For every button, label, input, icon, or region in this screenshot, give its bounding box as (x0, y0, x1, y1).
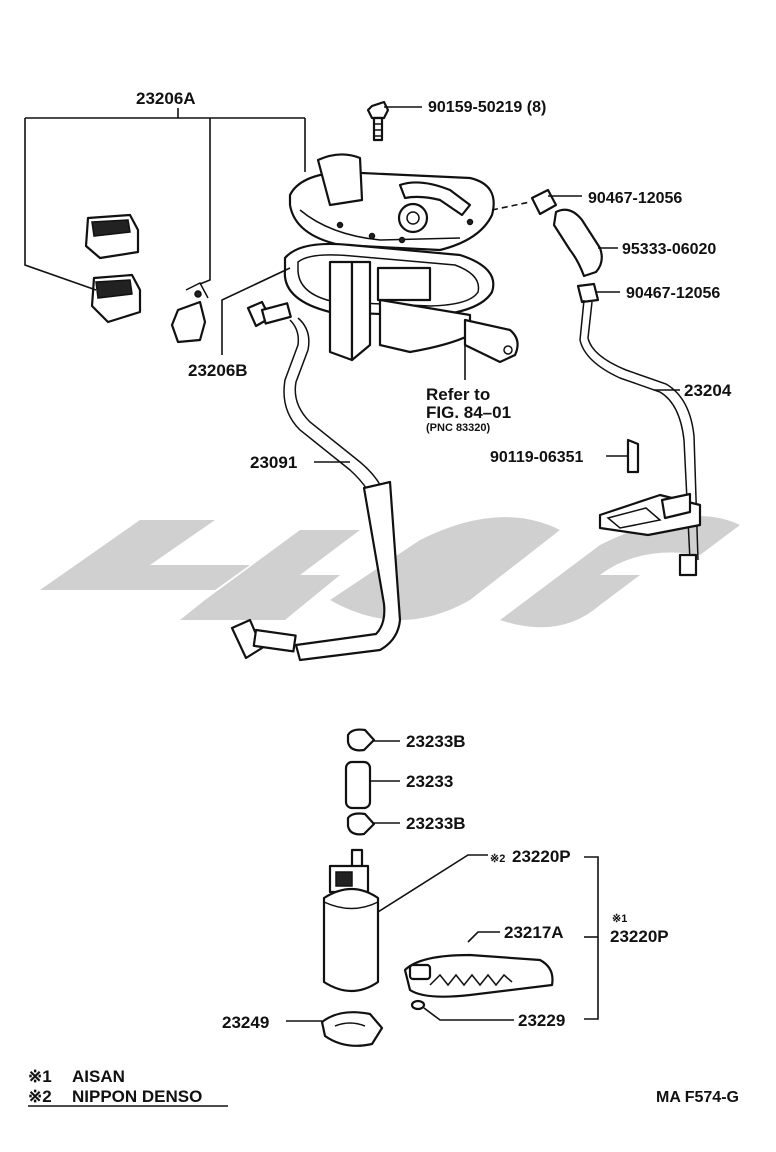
figure-code: MA F574-G (656, 1089, 739, 1106)
clamp-23233b-top-icon (346, 728, 376, 752)
label-95333: 95333-06020 (622, 241, 716, 258)
legend-mark-1: ※1 (28, 1067, 52, 1086)
bracket-90119 (598, 438, 702, 537)
bolt-90159-icon (366, 100, 390, 142)
leader-lines (24, 106, 680, 1022)
part-labels: 23206A 23206B 90159-50219 (8) 90467-1205… (136, 89, 732, 1032)
legend-text-nippon-denso: NIPPON DENSO (72, 1087, 202, 1106)
clip-23206b (170, 282, 209, 344)
label-23206b: 23206B (188, 361, 248, 380)
connector-23206a (84, 213, 142, 324)
label-23249: 23249 (222, 1013, 269, 1032)
label-23204: 23204 (684, 381, 732, 400)
note-mark-2: ※2 (490, 853, 505, 865)
label-90467-top: 90467-12056 (588, 190, 682, 207)
fuel-pump-23220p (322, 848, 380, 993)
label-90159: 90159-50219 (8) (428, 99, 546, 116)
refer-line-3: (PNC 83320) (426, 422, 491, 434)
cushion-23249 (320, 1011, 384, 1047)
label-23233b-bottom: 23233B (406, 814, 466, 833)
label-23220p-aisan: 23220P (610, 927, 669, 946)
refer-line-2: FIG. 84–01 (426, 403, 511, 422)
label-23233b-top: 23233B (406, 732, 466, 751)
clamp-23233b-bottom-icon (346, 812, 376, 836)
label-23220p-denso: 23220P (512, 847, 571, 866)
clip-23229-icon (410, 999, 426, 1011)
label-23229: 23229 (518, 1011, 565, 1030)
label-90119: 90119-06351 (490, 449, 584, 466)
label-23091: 23091 (250, 453, 297, 472)
legend-text-aisan: AISAN (72, 1067, 125, 1086)
label-23217a: 23217A (504, 923, 564, 942)
watermark-logo (40, 516, 740, 628)
footnote-legend: ※1 AISAN ※2 NIPPON DENSO (28, 1067, 228, 1107)
note-mark-1: ※1 (612, 913, 627, 925)
refer-line-1: Refer to (426, 385, 490, 404)
fuel-sender-bracket-assembly (283, 153, 519, 364)
label-23233: 23233 (406, 772, 453, 791)
label-90467-bottom: 90467-12056 (626, 285, 720, 302)
fuel-pipe-23091 (230, 300, 402, 662)
legend-mark-2: ※2 (28, 1087, 52, 1106)
label-23206a: 23206A (136, 89, 196, 108)
hose-23233 (344, 760, 372, 810)
fuel-filter-23217a (403, 953, 554, 998)
hose-assembly-23204 (530, 188, 699, 577)
